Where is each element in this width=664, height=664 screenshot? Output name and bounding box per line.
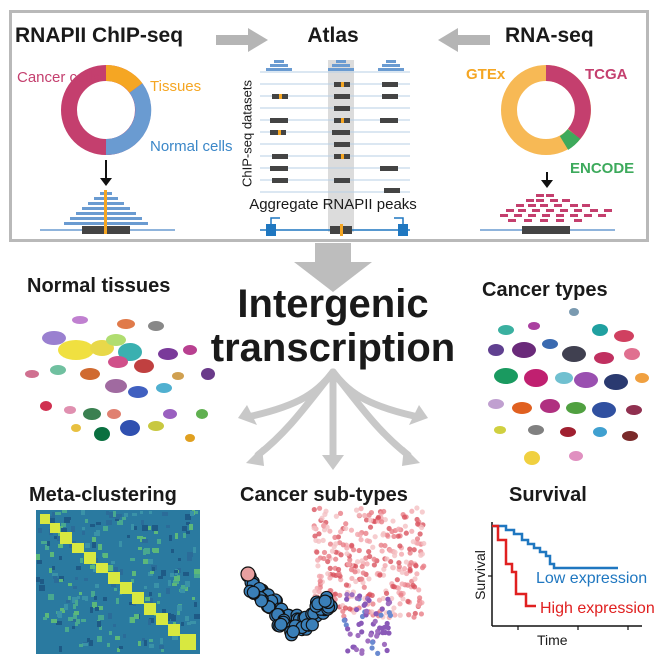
normal-tissues-umap: [25, 316, 215, 442]
cancer-cells-label: Cancer cells: [17, 69, 100, 86]
atlas-caption: Aggregate RNAPII peaks: [249, 196, 417, 213]
low-expression-label: Low expression: [536, 570, 648, 587]
rnapii-chipseq-title: RNAPII ChIP-seq: [15, 24, 184, 47]
meta-clustering-heatmap: [36, 510, 200, 654]
atlas-title: Atlas: [307, 24, 359, 47]
atlas-overview-box: [9, 10, 649, 242]
intergenic-title: Intergenic: [237, 282, 429, 326]
survival-ylabel: Survival: [472, 550, 488, 600]
normal-tissues-title: Normal tissues: [27, 275, 171, 297]
rnaseq-title: RNA-seq: [505, 24, 594, 47]
survival-curve: [488, 522, 642, 630]
survival-title: Survival: [509, 484, 587, 506]
tissues-label: Tissues: [150, 78, 202, 95]
normal-cells-label: Normal cells: [150, 138, 233, 155]
gtex-label: GTEx: [466, 66, 506, 83]
cancer-subtypes-scatter: [240, 505, 427, 656]
transcription-title: transcription: [210, 326, 456, 370]
rna-donut-chart: [501, 65, 591, 155]
encode-label: ENCODE: [570, 160, 635, 177]
rna-read-pile: [480, 172, 615, 234]
high-expression-label: High expression: [540, 600, 655, 617]
survival-xlabel: Time: [537, 632, 568, 648]
cancer-types-umap: [488, 308, 649, 465]
tcga-label: TCGA: [585, 66, 628, 83]
meta-clustering-title: Meta-clustering: [29, 484, 177, 506]
chip-donut-chart: [61, 64, 152, 156]
cancer-types-title: Cancer types: [482, 279, 608, 301]
cancer-subtypes-title: Cancer sub-types: [240, 484, 408, 506]
atlas-tracks: [260, 60, 410, 236]
chip-peak-pyramid: [40, 160, 175, 234]
